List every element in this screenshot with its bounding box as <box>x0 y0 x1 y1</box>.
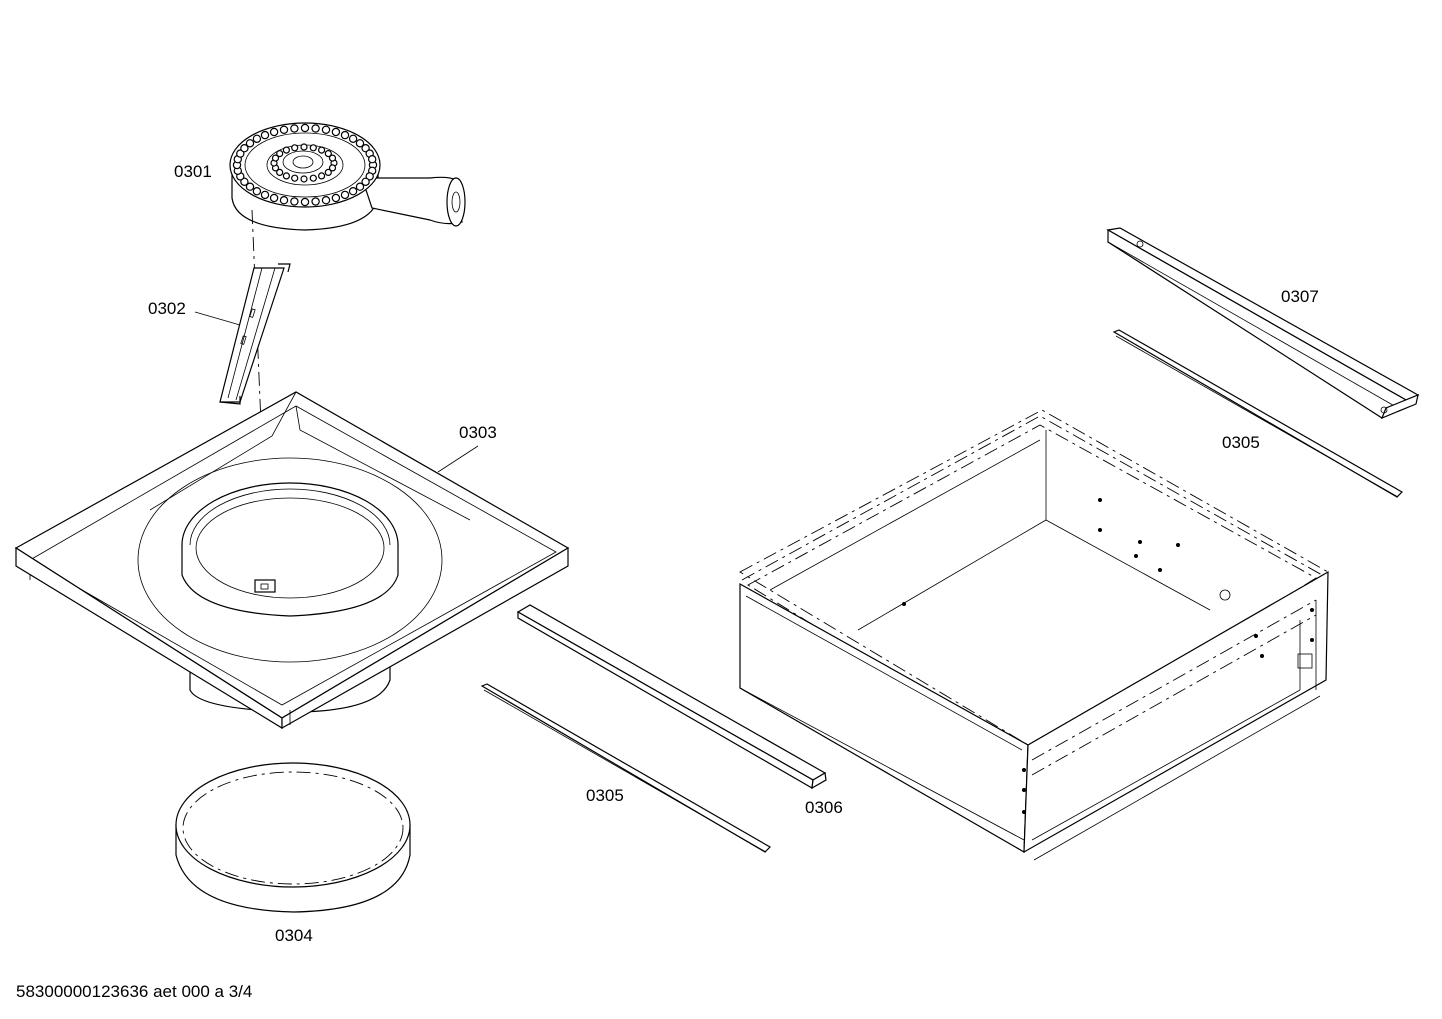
burner-port-hole <box>290 197 299 206</box>
burner-port-hole <box>271 154 280 162</box>
burner-port-hole <box>328 164 337 172</box>
burner-port-hole <box>331 193 341 203</box>
burner-port-hole <box>245 139 255 148</box>
label-0306: 0306 <box>805 798 843 817</box>
channel-0306 <box>516 604 827 790</box>
burner-port-hole <box>328 154 337 162</box>
burner-port-hole <box>282 172 290 180</box>
burner-port-hole <box>290 124 299 133</box>
burner-port-hole <box>318 172 326 180</box>
burner-port-hole <box>269 127 279 137</box>
burner-port-hole <box>361 177 370 186</box>
burner-port-hole <box>355 182 365 191</box>
burner-port-hole <box>368 154 377 164</box>
burner-port-hole <box>321 195 331 205</box>
burner-port-hole <box>245 182 255 191</box>
burner-port-hole <box>311 197 320 206</box>
label-0303: 0303 <box>459 423 497 442</box>
drip-tray-0303 <box>14 391 570 730</box>
burner-port-hole <box>300 197 310 207</box>
burner-port-hole <box>355 139 365 148</box>
ring-0304 <box>175 762 411 913</box>
burner-port-hole <box>291 144 299 152</box>
leader-0302 <box>194 311 241 326</box>
burner-0301 <box>229 122 466 231</box>
label-0307: 0307 <box>1281 287 1319 306</box>
burner-port-hole <box>279 195 289 205</box>
burner-port-hole <box>365 172 374 181</box>
burner-port-hole <box>260 190 270 200</box>
rail-0307 <box>1106 227 1420 420</box>
strip-0305-right <box>1112 329 1403 498</box>
label-0304: 0304 <box>275 926 313 945</box>
label-0305-right: 0305 <box>1222 433 1260 452</box>
burner-port-hole <box>321 125 331 135</box>
label-0302: 0302 <box>148 299 186 318</box>
burner-port-hole <box>269 193 279 203</box>
burner-port-hole <box>276 150 284 158</box>
burner-port-hole <box>300 175 308 183</box>
burner-port-hole <box>240 177 249 186</box>
burner-port-hole <box>340 190 350 200</box>
burner-port-hole <box>276 168 284 176</box>
burner-port-hole <box>311 124 320 133</box>
leader-0303 <box>437 445 479 473</box>
burner-port-hole <box>348 186 358 196</box>
burner-port-hole <box>348 134 358 143</box>
burner-port-hole <box>260 130 270 140</box>
label-0301: 0301 <box>174 162 212 181</box>
burner-port-hole <box>282 146 290 154</box>
burner-port-hole <box>324 168 332 176</box>
burner-port-hole <box>291 174 299 182</box>
burner-port-hole <box>240 143 249 153</box>
burner-port-hole <box>252 186 262 196</box>
label-0305-left: 0305 <box>586 786 624 805</box>
burner-port-hole <box>361 143 370 153</box>
bracket-0302 <box>219 263 291 405</box>
burner-port-hole <box>236 149 245 158</box>
burner-port-hole <box>252 134 262 143</box>
burner-port-hole <box>279 125 289 135</box>
burner-port-hole <box>300 143 308 151</box>
burner-port-hole <box>331 127 341 137</box>
burner-port-hole <box>300 123 310 133</box>
burner-port-hole <box>324 150 332 158</box>
strip-0305-left <box>480 683 771 853</box>
burner-port-hole <box>340 130 350 140</box>
document-id: 58300000123636 aet 000 a 3/4 <box>16 982 252 1001</box>
burner-port-hole <box>309 174 317 182</box>
burner-port-hole <box>318 146 326 154</box>
housing-box <box>739 409 1329 861</box>
burner-port-hole <box>309 144 317 152</box>
